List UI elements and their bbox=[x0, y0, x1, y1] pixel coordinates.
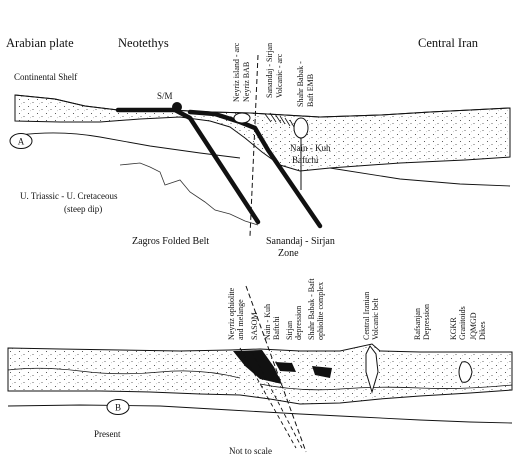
baft-emb-label: Baft EMB bbox=[306, 74, 315, 107]
not-to-scale-label: Not to scale bbox=[229, 446, 272, 456]
rafsanjan-depression-label: Depression bbox=[422, 304, 431, 340]
lower-boundary-b bbox=[8, 405, 512, 423]
continental-shelf-label: Continental Shelf bbox=[14, 72, 77, 82]
granitoids-label: Granitoids bbox=[458, 306, 467, 340]
ophiolite-complex-label: ophiolite complex bbox=[316, 282, 325, 340]
shahr-babak-body bbox=[294, 118, 308, 138]
neyriz-arc-body bbox=[234, 113, 250, 123]
zagros-folded-belt-label: Zagros Folded Belt bbox=[132, 236, 209, 247]
shahr-babak-label: Shahr Babak - bbox=[296, 61, 305, 107]
sanandaj-sirjan-label: Sanandaj - Sirjan bbox=[265, 43, 274, 98]
section-a-marker-label: A bbox=[18, 137, 25, 147]
central-iran-label: Central Iran bbox=[418, 36, 479, 50]
section-b: Zagros Folded Belt Sanandaj - Sirjan Zon… bbox=[8, 236, 512, 456]
rafsanjan-label: Rafsanjan bbox=[413, 308, 422, 340]
sm-marker-dot bbox=[172, 102, 182, 112]
depression-label: depression bbox=[294, 306, 303, 340]
sanandaj-sirjan-zone-label: Sanandaj - Sirjan bbox=[266, 236, 335, 247]
neyriz-island-arc-label: Neyriz island - arc bbox=[232, 42, 241, 102]
shahr-babak-baft-label: Shahr Babak - Baft bbox=[307, 278, 316, 340]
triassic-label: U. Triassic - U. Cretaceous bbox=[20, 191, 118, 201]
nain-kuh-b-label: Nain - Kuh bbox=[263, 304, 272, 340]
steep-dip-label: (steep dip) bbox=[64, 204, 102, 214]
sasom-label: SASOM bbox=[250, 312, 259, 340]
neyriz-ophiolite-label: Neyriz ophiolite bbox=[227, 287, 236, 340]
volcanic-belt-label: Volcanic belt bbox=[371, 297, 380, 340]
granitoid-body bbox=[459, 362, 472, 383]
baftchi-label: Baftchi bbox=[292, 155, 319, 165]
and-melange-label: and melange bbox=[236, 299, 245, 340]
sm-label: S/M bbox=[157, 91, 173, 101]
section-b-marker-label: B bbox=[115, 403, 121, 413]
neotethys-label: Neotethys bbox=[118, 36, 169, 50]
central-iranian-label: Central Iranian bbox=[362, 292, 371, 340]
baftchi-b-label: Baftchi bbox=[272, 316, 281, 340]
jqmgd-label: JQMGD bbox=[469, 312, 478, 340]
dikes-label: Dikes bbox=[478, 321, 487, 340]
central-iran-base-line bbox=[330, 168, 510, 186]
neyriz-bab-label: Neyriz BAB bbox=[242, 62, 251, 102]
volcanic-arc-label: Volcanic - arc bbox=[275, 53, 284, 98]
arabian-plate-label: Arabian plate bbox=[6, 36, 74, 50]
present-label: Present bbox=[94, 429, 121, 439]
zone-label: Zone bbox=[278, 248, 299, 259]
sirjan-label: Sirjan bbox=[285, 321, 294, 340]
kgkr-label: KGKR bbox=[449, 317, 458, 340]
nain-kuh-label: Nain - Kuh bbox=[290, 143, 331, 153]
section-a: Arabian plate Neotethys Central Iran Con… bbox=[6, 36, 510, 236]
